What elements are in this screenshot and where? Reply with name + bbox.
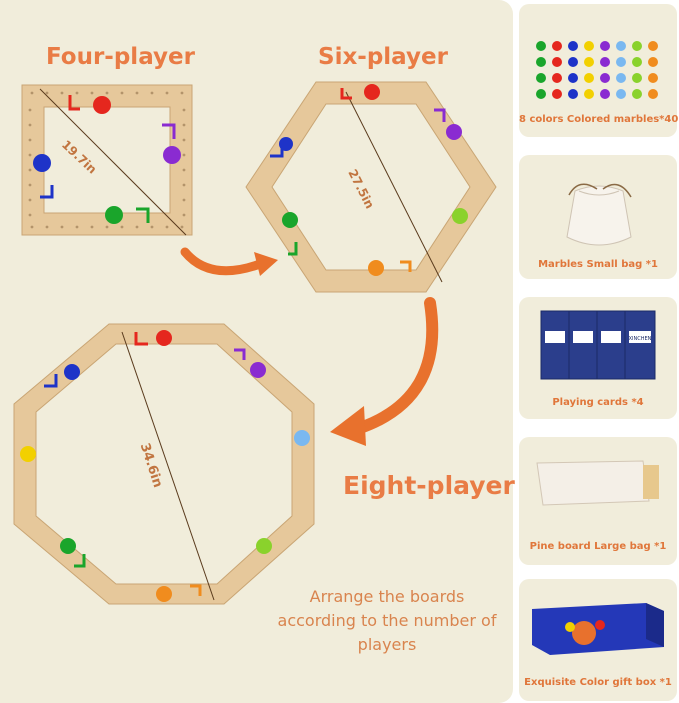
large-bag-caption: Pine board Large bag *1 xyxy=(529,541,667,552)
eight-player-board xyxy=(13,323,315,605)
four-player-title: Four-player xyxy=(46,44,195,70)
four-board-holes xyxy=(28,91,186,229)
card-brand-label: XINCHEN xyxy=(629,336,652,342)
arrangement-note: Arrange the boards according to the numb… xyxy=(277,587,497,654)
eight-player-title: Eight-player xyxy=(343,471,515,500)
large-bag-card: Pine board Large bag *1 xyxy=(519,437,677,565)
gift-box-card: Exquisite Color gift box *1 xyxy=(519,579,677,701)
marbles-image xyxy=(536,41,658,99)
small-bag-caption: Marbles Small bag *1 xyxy=(538,259,658,270)
playing-cards-image: XINCHEN xyxy=(540,310,656,380)
small-bag-image xyxy=(566,183,632,246)
large-bag-image xyxy=(536,460,659,506)
marbles-card: 8 colors Colored marbles*40 xyxy=(519,4,679,137)
four-player-board xyxy=(21,84,193,236)
arrow-four-to-six xyxy=(180,247,278,276)
playing-cards-card: XINCHEN Playing cards *4 xyxy=(519,297,677,419)
arrow-six-to-eight xyxy=(330,297,439,446)
six-player-board xyxy=(245,81,497,293)
marbles-caption: 8 colors Colored marbles*40 xyxy=(519,114,679,125)
gift-box-image xyxy=(532,603,664,655)
gift-box-caption: Exquisite Color gift box *1 xyxy=(524,677,672,688)
six-player-title: Six-player xyxy=(318,44,448,70)
playing-cards-caption: Playing cards *4 xyxy=(552,397,644,408)
small-bag-card: Marbles Small bag *1 xyxy=(519,155,677,279)
